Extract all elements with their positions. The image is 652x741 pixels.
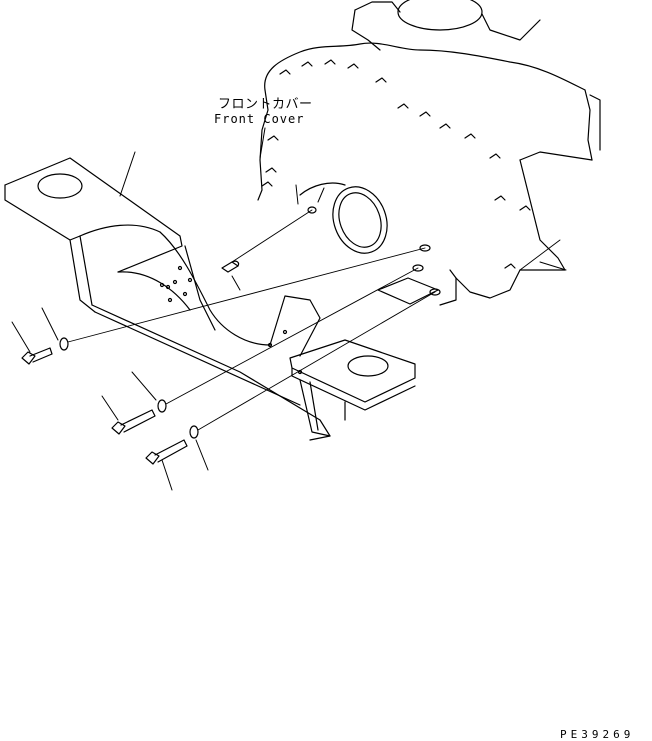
drawing-code: PE39269 xyxy=(560,728,635,741)
washer-lower xyxy=(190,426,198,438)
bolt-lower xyxy=(146,440,187,464)
right-mount-hole xyxy=(348,356,388,376)
washer-upper xyxy=(60,338,68,350)
bolt-middle xyxy=(112,410,155,434)
bolt-upper xyxy=(22,348,52,364)
left-mount-hole xyxy=(38,174,82,198)
washer-middle xyxy=(158,400,166,412)
assembly-lines xyxy=(68,210,560,430)
dowel-pin xyxy=(222,261,239,272)
engine-front-cover xyxy=(258,0,600,305)
front-cover-label-jp: フロントカバー xyxy=(218,97,313,112)
callout-leaders xyxy=(12,152,566,490)
front-support-bracket xyxy=(5,158,415,440)
cover-top-opening xyxy=(398,0,482,30)
front-cover-label-en: Front Cover xyxy=(214,112,305,126)
front-seal-opening xyxy=(324,179,396,261)
front-cover-leader xyxy=(260,128,265,158)
